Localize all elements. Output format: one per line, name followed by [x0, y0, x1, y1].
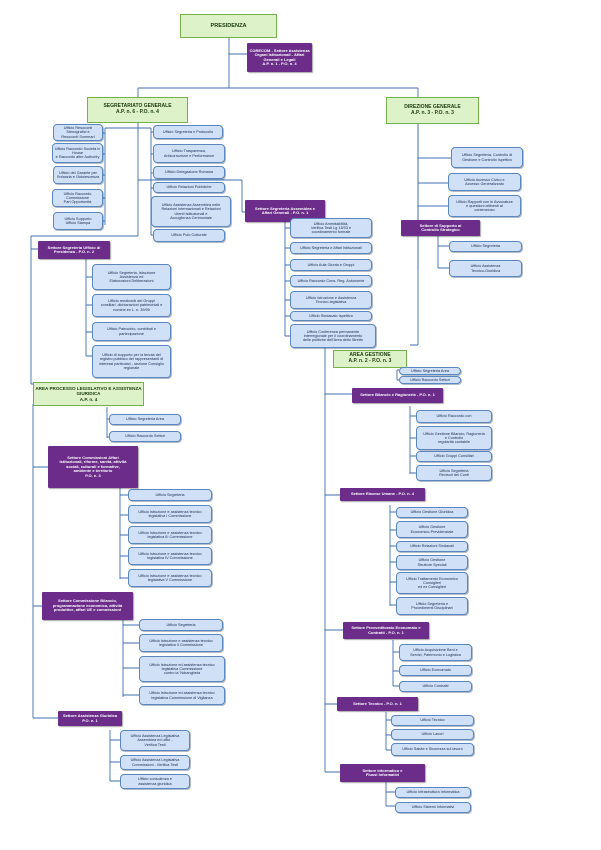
- office-garante-infanzia: Ufficio del Garante per l'Infanzia e l'A…: [53, 166, 103, 184]
- office-aula-giunta: Ufficio Aula Giunta e Gruppi: [290, 259, 372, 271]
- settore-assistenza-giuridica: Settore Assistenza Giuridica P.O. n. 1: [58, 711, 122, 726]
- direzione-title: DIREZIONE GENERALE: [404, 103, 461, 110]
- office-istruzione-tecnico-legislativa: Ufficio Istruzione e Assistenza Tecnico-…: [290, 291, 372, 309]
- office-commissione-ndrangheta: Ufficio Istruzione ed assistenza tecnico…: [139, 656, 225, 682]
- area-processo-subtitle: A.P. n. 4: [79, 396, 98, 402]
- office-segreteria-area-processo: Ufficio Segreteria Area: [109, 414, 181, 425]
- presidenza-title: PRESIDENZA: [210, 22, 247, 29]
- office-contratti: Ufficio Contratti: [399, 681, 472, 692]
- office-raccordo-societa: Ufficio Raccordo Società in House e Racc…: [52, 143, 103, 163]
- presidenza-box: PRESIDENZA: [180, 14, 277, 38]
- office-commissione-v: Ufficio Istruzione e assistenza tecnico …: [128, 569, 212, 587]
- office-assistenza-assemblea: Ufficio Assistenza Legislativa Assemblea…: [120, 730, 190, 751]
- office-gestione-economico-previdenziale: Ufficio Gestione Economico-Previdenziale: [396, 521, 468, 538]
- office-conferenza-stretto: Ufficio Conferenza permanente interregio…: [290, 324, 376, 348]
- settore-risorse-umane: Settore Risorse Umane - P.O. n. 4: [340, 488, 425, 501]
- office-trattamento-economico-consiglieri: Ufficio Trattamento Economico Consiglier…: [396, 572, 468, 594]
- direzione-generale-box: DIREZIONE GENERALE A.P. n. 3 - P.O. n. 3: [386, 97, 479, 124]
- office-gruppi-consiliari: Ufficio Gruppi Consiliari: [416, 451, 492, 462]
- office-segreteria-commissioni: Ufficio Segreteria: [128, 489, 212, 501]
- settore-provveditorato: Settore Provveditorato Economato e Contr…: [343, 622, 429, 639]
- corecom-box: CORECOM - Settore Assistenza Organi Isti…: [247, 43, 312, 72]
- settore-commissioni-affari: Settore Commissioni Affari Istituzionali…: [48, 446, 138, 488]
- office-delegazione-romana: Ufficio Delegazione Romana: [153, 166, 225, 179]
- office-commissione-iv: Ufficio Istruzione e assistenza tecnico …: [128, 547, 212, 565]
- office-gestione-bilancio: Ufficio Gestione Bilancio, Ragioneria e …: [416, 426, 492, 450]
- settore-informatico: Settore Informatico e Flussi Informativi: [340, 764, 425, 782]
- segretariato-generale-box: SEGRETARIATO GENERALE A.P. n. 6 - P.O. n…: [87, 97, 188, 123]
- office-commissione-ii: Ufficio Istruzione e assistenza tecnico …: [139, 634, 223, 652]
- direzione-subtitle: A.P. n. 3 - P.O. n. 3: [411, 109, 454, 116]
- office-sindacato-ispettivo: Ufficio Sindacato Ispettivo: [290, 311, 372, 321]
- office-raccordo-settori-processo: Ufficio Raccordo Settori: [109, 431, 181, 442]
- office-assistenza-relazioni-internazionali: Ufficio Assistenza Assemblea nelle Relaz…: [151, 196, 231, 227]
- office-raccordo-settori-gestione: Ufficio Raccordo Settori: [399, 376, 461, 384]
- office-segreteria-affari-istituzionali: Ufficio Segreteria e Affari Istituzional…: [290, 242, 372, 254]
- office-pari-opportunita: Ufficio Raccordo Commissione Pari Opport…: [52, 189, 103, 207]
- segretariato-subtitle: A.P. n. 6 - P.O. n. 4: [116, 109, 159, 115]
- office-assistenza-tecnico-giuridica: Ufficio Assistenza Tecnico-Giuridica: [449, 260, 522, 277]
- office-segreteria-istruzione: Ufficio Segreteria, Istruzione Assistenz…: [92, 264, 171, 290]
- settore-supporto-controllo-strategico: Settore di Supporto al Controllo Strateg…: [401, 220, 480, 236]
- office-raccordo-autonomie: Ufficio Raccordo Cons. Reg. Autonomie: [290, 275, 372, 287]
- office-tecnico: Ufficio Tecnico: [391, 715, 474, 726]
- office-commissione-iii: Ufficio Istruzione e assistenza tecnico …: [128, 526, 212, 544]
- office-sistemi-informativi: Ufficio Sistemi Informativi: [395, 802, 471, 813]
- office-commissione-i: Ufficio Istruzione e assistenza tecnico …: [128, 505, 212, 523]
- office-segreteria-area-gestione: Ufficio Segreteria Area: [399, 367, 461, 375]
- office-accesso-civico: Ufficio Accesso Civico e Accesso General…: [448, 173, 521, 191]
- office-commissione-vigilanza: Ufficio Istruzione ed assistenza tecnico…: [139, 686, 225, 705]
- settore-segreteria-ufficio-presidenza: Settore Segreteria Ufficio di Presidenza…: [38, 241, 110, 259]
- office-acquisizione-beni: Ufficio Acquisizione Beni e Servizi, Pat…: [399, 644, 472, 661]
- office-segreteria-protocollo: Ufficio Segreteria e Protocollo: [153, 125, 223, 139]
- office-raccordo-con: Ufficio Raccordo con: [416, 410, 492, 423]
- office-supporto-stampa: Ufficio Supporto Ufficio Stampa: [53, 212, 103, 230]
- area-gestione-title: AREA GESTIONE: [349, 352, 391, 359]
- office-lavori: Ufficio Lavori: [391, 729, 474, 740]
- settore-tecnico: Settore Tecnico - P.O. n. 1: [337, 697, 418, 711]
- office-ammissibilita: Ufficio Ammissibilità, Verifica Testi Lg…: [290, 218, 372, 238]
- office-registro-interessi: Ufficio di supporto per la tenuta del re…: [92, 345, 171, 378]
- office-assistenza-commissioni: Ufficio Assistenza Legislativa Commissio…: [120, 755, 190, 770]
- office-economato: Ufficio Economato: [399, 665, 472, 676]
- area-gestione-subtitle: A.P. n. 2 - P.O. n. 3: [348, 358, 392, 364]
- settore-segreteria-assemblea: Settore Segreteria Assemblea e Affari Ge…: [245, 200, 325, 222]
- office-rendiconti-gruppi: Ufficio rendiconti dei Gruppi consiliari…: [92, 294, 171, 317]
- office-relazioni-sindacali: Ufficio Relazioni Sindacali: [396, 541, 468, 552]
- area-processo-title: AREA PROCESSO LEGISLATIVO E ASSISTENZA G…: [35, 386, 142, 397]
- office-segreteria-revisori: Ufficio Segreteria Revisori dei Conti: [416, 465, 492, 481]
- area-processo-legislativo-box: AREA PROCESSO LEGISLATIVO E ASSISTENZA G…: [33, 382, 144, 406]
- office-procedimenti-disciplinari: Ufficio Segreteria e Procedimenti Discip…: [396, 597, 468, 615]
- office-segreteria-controllo-strategico: Ufficio Segreteria: [449, 241, 522, 252]
- settore-bilancio-ragioneria: Settore Bilancio e Ragioneria - P.O. n. …: [352, 388, 443, 403]
- office-polo-culturale: Ufficio Polo Culturale: [153, 229, 225, 242]
- office-rapporti-avvocature: Ufficio Rapporti con le Avvocature e que…: [448, 195, 521, 217]
- office-gestione-strutture-speciali: Ufficio Gestione Strutture Speciali: [396, 555, 468, 570]
- office-salute-sicurezza: Ufficio Salute e Sicurezza sul lavoro: [391, 743, 474, 756]
- office-resoconti: Ufficio Resoconti Stenografici e Resocon…: [53, 124, 103, 141]
- office-gestione-giuridica: Ufficio Gestione Giuridica: [396, 507, 468, 518]
- office-relazioni-pubbliche: Ufficio Relazioni Pubbliche: [153, 182, 225, 193]
- office-segreteria-controllo-gestione: Ufficio Segreteria, Controllo di Gestion…: [451, 147, 523, 168]
- office-infrastruttura-informatica: Ufficio Infrastruttura Informatica: [395, 787, 471, 798]
- office-consulenza-giuridica: Ufficio consulenza e assistenza giuridic…: [120, 774, 190, 789]
- office-segreteria-bilancio-comm: Ufficio Segreteria: [139, 619, 223, 631]
- office-trasparenza: Ufficio Trasparenza, Anticorruzione e Pe…: [153, 144, 225, 163]
- segretariato-title: SEGRETARIATO GENERALE: [103, 103, 172, 110]
- settore-commissione-bilancio: Settore Commissione Bilancio, programmaz…: [42, 592, 133, 620]
- area-gestione-box: AREA GESTIONE A.P. n. 2 - P.O. n. 3: [333, 350, 407, 368]
- office-patrocinio: Ufficio Patrocinio, contributi e parteci…: [92, 322, 171, 341]
